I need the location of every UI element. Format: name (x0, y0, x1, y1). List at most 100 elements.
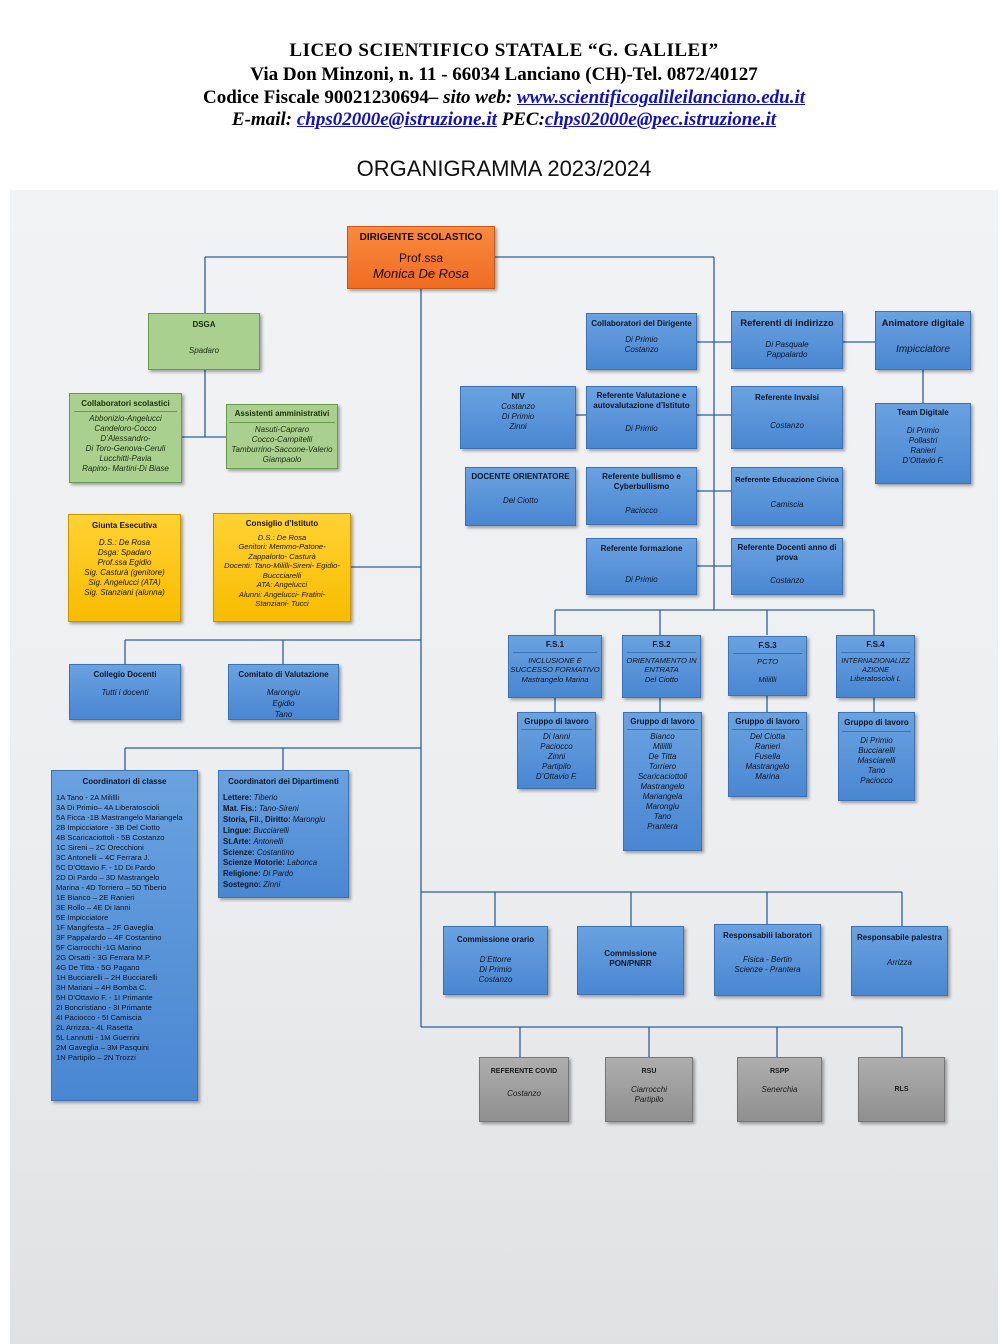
docente-orientatore-title: DOCENTE ORIENTATORE (471, 472, 570, 481)
rls-title: RLS (894, 1086, 909, 1093)
dipartimento-coordinatore: Zinni (263, 880, 281, 890)
dipartimento-row: Religione: Di Pardo (219, 869, 348, 880)
ref-formazione-names: Di Primio (625, 575, 658, 584)
gruppo-lavoro-1-box: Gruppo di lavoro Di Ianni Paciocco Zinni… (517, 712, 596, 789)
docente-orientatore-box: DOCENTE ORIENTATORE Del Ciotto (465, 467, 576, 526)
consiglio-names: D.S.: De Rosa Genitori: Memmo-Patone- Za… (224, 533, 340, 609)
dipartimento-label: Lettere: (223, 793, 252, 802)
team-digitale-names: Di Primio Pollastri Ranieri D’Ottavio F. (902, 426, 944, 465)
dipartimento-row: Storia, Fil., Diritto: Marongiu (219, 815, 348, 826)
gruppo-lavoro-3-box: Gruppo di lavoro Del Ciotta Ranieri Fuse… (728, 712, 807, 797)
coordinatori-classe-box: Coordinatori di classe 1A Tano - 2A Mili… (51, 770, 198, 1101)
school-name: LICEO SCIENTIFICO STATALE “G. GALILEI” (289, 40, 719, 61)
collaboratori-scolastici-names: Abbonizio-Angelucci Candeloro-Cocco D’Al… (82, 414, 169, 473)
dipartimento-coordinatore: Marongiu (292, 814, 326, 824)
giunta-names: D.S.: De Rosa Dsga: Spadaro Prof.ssa Egi… (84, 538, 165, 597)
gruppo-lavoro-1-names: Di Ianni Paciocco Zinni Partipilo D’Otta… (535, 732, 578, 781)
coordinatori-dipartimenti-title: Coordinatori dei Dipartimenti (228, 777, 339, 786)
dsga-name: Spadaro (188, 346, 220, 355)
dipartimento-label: Religione: (223, 869, 261, 879)
dirigente-name: Monica De Rosa (372, 265, 470, 281)
consiglio-box: Consiglio d’Istituto D.S.: De Rosa Genit… (213, 513, 351, 622)
ref-bullismo-box: Referente bullismo e Cyberbullismo Pacio… (586, 467, 697, 525)
comitato-names: Marongiu Egidio Tano (266, 688, 301, 719)
fs2-title: F.S.2 (627, 640, 696, 653)
ref-civica-title: Referente Educazione Civica (735, 475, 839, 484)
resp-laboratori-title: Responsabili laboratori (723, 931, 812, 940)
ref-bullismo-names: Paciocco (625, 506, 658, 515)
ref-docenti-prova-names: Costanzo (770, 576, 804, 585)
school-address: Via Don Minzoni, n. 11 - 66034 Lanciano … (250, 64, 758, 85)
fiscal-code: Codice Fiscale 90021230694 (203, 87, 429, 108)
coordinatori-dipartimenti-box: Coordinatori dei Dipartimenti Lettere: T… (218, 770, 349, 898)
dipartimento-row: Scienze: Costantino (219, 848, 348, 859)
ref-docenti-prova-title: Referente Docenti anno di prova (737, 543, 837, 562)
assistenti-box: Assistenti amministrativi Nasuti-Capraro… (226, 404, 338, 469)
giunta-box: Giunta Esecutiva D.S.: De Rosa Dsga: Spa… (68, 514, 181, 622)
web-label: – sito web: (428, 87, 513, 108)
pec-label: PEC: (501, 109, 545, 130)
team-digitale-title: Team Digitale (897, 408, 949, 417)
dipartimento-label: Mat. Fis.: (223, 803, 257, 813)
collaboratori-dirigente-box: Collaboratori del Dirigente Di Primio Co… (586, 313, 697, 370)
fs2-subtitle: ORIENTAMENTO IN ENTRATA (626, 656, 697, 675)
comitato-box: Comitato di Valutazione Marongiu Egidio … (228, 664, 339, 720)
email-link[interactable]: chps02000e@istruzione.it (296, 109, 497, 130)
resp-laboratori-names: Fisica - Bertin Scienze - Prantera (734, 955, 801, 974)
commissione-orario-title: Commissione orario (456, 935, 535, 944)
rsu-title: RSU (641, 1068, 657, 1075)
resp-palestra-box: Responsabile palestra Arrizza (851, 926, 948, 996)
fs4-box: F.S.4 INTERNAZIONALIZZ AZIONE Liberatosc… (836, 635, 915, 698)
rsu-box: RSU Ciarrocchi Partipilo (605, 1057, 693, 1122)
dsga-title: DSGA (192, 320, 216, 329)
collaboratori-dirigente-title: Collaboratori del Dirigente (591, 319, 692, 328)
dirigente-box: DIRIGENTE SCOLASTICO Prof.ssa Monica De … (347, 226, 495, 289)
dipartimento-coordinatore: Tano-Sireni (258, 803, 299, 813)
fs3-names: Milillli (758, 675, 777, 685)
dipartimento-row: Mat. Fis.: Tano-Sireni (219, 804, 348, 815)
consiglio-title: Consiglio d’Istituto (245, 519, 319, 528)
referente-covid-names: Costanzo (507, 1088, 541, 1098)
rsu-names: Ciarrocchi Partipilo (630, 1084, 667, 1104)
ref-bullismo-title: Referente bullismo e Cyberbullismo (602, 472, 681, 491)
fs4-title: F.S.4 (841, 640, 910, 653)
dipartimento-coordinatore: Bucciarelli (253, 825, 289, 835)
dipartimento-label: Storia, Fil., Diritto: (223, 814, 291, 824)
dipartimento-coordinatore: Antonelli (253, 836, 284, 846)
referenti-indirizzo-names: Di Pasquale Pappalardo (765, 339, 809, 359)
website-link[interactable]: www.scientificogalileilanciano.edu.it (517, 87, 805, 108)
fs1-subtitle: INCLUSIONE E SUCCESSO FORMATIVO (510, 656, 600, 675)
school-fiscal-web: Codice Fiscale 90021230694– sito web: ww… (0, 87, 1008, 109)
fs3-box: F.S.3 PCTO Milillli (728, 636, 807, 696)
rspp-names: Senerchia (761, 1084, 798, 1094)
ref-civica-box: Referente Educazione Civica Camiscia (731, 467, 843, 526)
niv-title: NIV (511, 392, 525, 401)
collegio-title: Collegio Docenti (93, 670, 157, 679)
dipartimento-label: Scienze: (223, 847, 255, 857)
ref-formazione-title: Referente formazione (600, 544, 683, 553)
dipartimento-row: Scienze Motorie: Labonca (219, 858, 348, 869)
dipartimento-row: St.Arte: Antonelli (219, 837, 348, 848)
dipartimento-row: Lingue: Bucciarelli (219, 826, 348, 837)
email-label: E-mail: (231, 109, 293, 130)
rspp-title: RSPP (769, 1068, 790, 1075)
animatore-title: Animatore digitale (881, 318, 965, 329)
coordinatori-classe-list: 1A Tano - 2A Milillli 3A Di Primio– 4A L… (56, 793, 183, 1063)
ref-invalsi-title: Referente Invalsi (754, 393, 820, 402)
gruppo-lavoro-4-box: Gruppo di lavoro Di Primio Bucciarelli M… (838, 712, 915, 801)
niv-names: Costanzo Di Primio Zinni (501, 402, 535, 431)
gruppo-lavoro-2-title: Gruppo di lavoro (627, 717, 698, 730)
collaboratori-scolastici-title: Collaboratori scolastici (74, 399, 177, 412)
fs4-names: Liberatoscioli L (850, 674, 901, 683)
collegio-names: Tutti i docenti (101, 688, 149, 697)
dipartimento-row: Lettere: Tiberio (219, 793, 348, 804)
ref-valutazione-box: Referente Valutazione e autovalutazione … (586, 386, 697, 449)
ref-valutazione-names: Di Primio (625, 424, 658, 433)
dipartimento-coordinatore: Costantino (256, 847, 295, 857)
gruppo-lavoro-3-title: Gruppo di lavoro (732, 717, 803, 730)
pec-link[interactable]: chps02000e@pec.istruzione.it (544, 109, 777, 130)
resp-laboratori-box: Responsabili laboratori Fisica - Bertin … (714, 924, 821, 996)
niv-box: NIV Costanzo Di Primio Zinni (460, 386, 576, 449)
ref-valutazione-title: Referente Valutazione e autovalutazione … (593, 391, 690, 410)
